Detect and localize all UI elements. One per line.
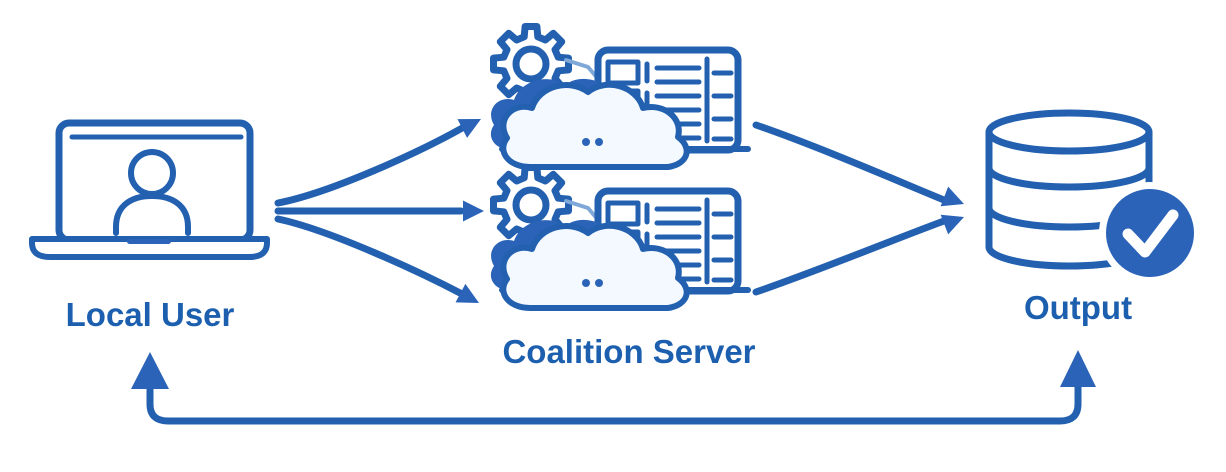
coalition-server-label: Coalition Server [502,333,755,370]
arrow-to-bottom-server [274,215,484,313]
local-user-label: Local User [66,296,235,333]
fan-out-arrows [274,109,486,313]
feedback-arrowhead-right [1060,350,1096,387]
output-label: Output [1024,289,1132,326]
server-node-bottom [491,168,748,309]
check-badge-icon [1099,182,1201,284]
laptop-base-notch [127,239,171,244]
person-icon [113,149,191,236]
arrow-to-middle-server [274,200,484,222]
feedback-arrowhead-left [131,352,169,389]
feedback-loop-arrow [131,350,1096,425]
server-node-top [491,27,748,168]
laptop-base [29,236,270,260]
converge-arrows [752,121,968,296]
laptop-user-icon [29,119,270,260]
arrow-from-top-server [752,121,968,214]
arrow-to-top-server [274,109,486,207]
arrow-from-bottom-server [752,207,968,296]
